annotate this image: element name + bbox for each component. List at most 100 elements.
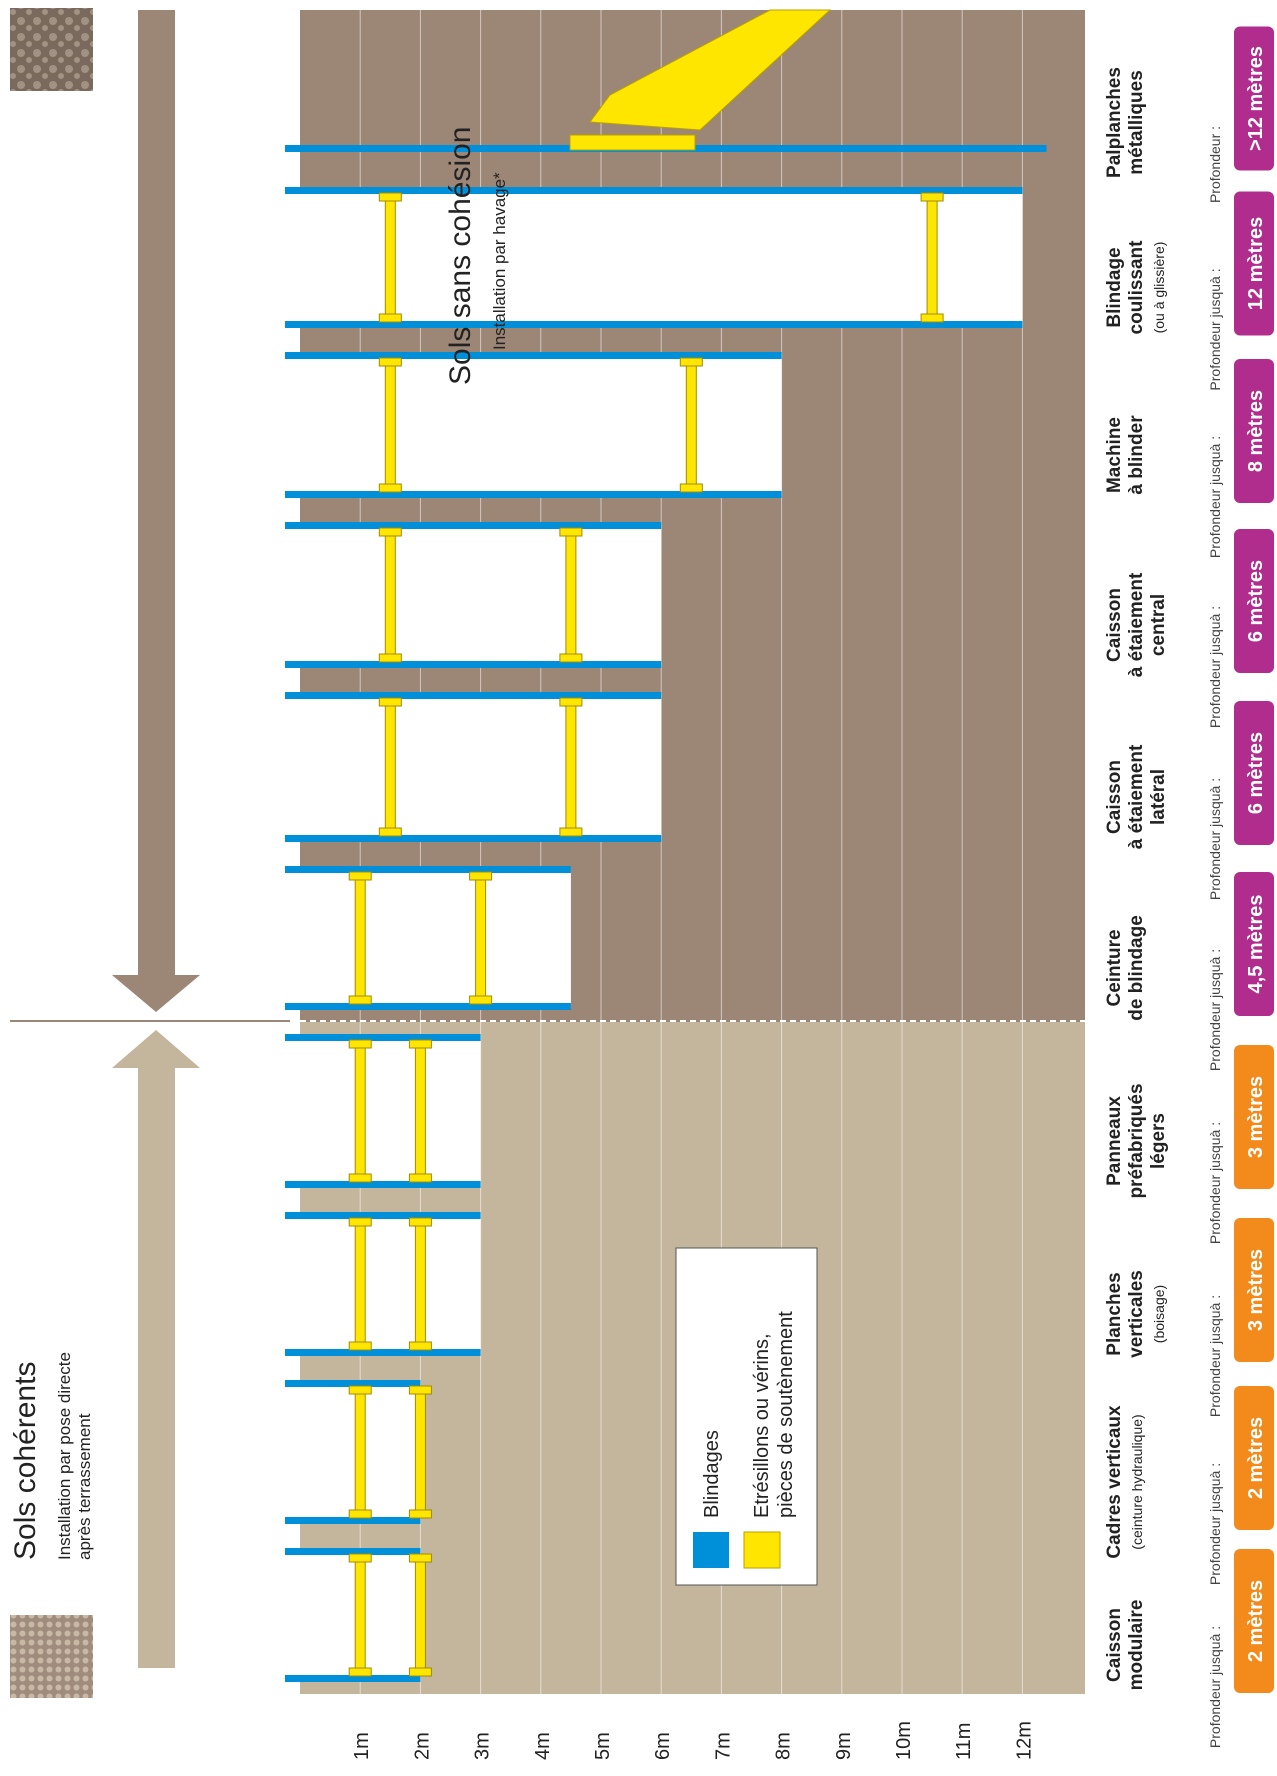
depth-label: 11m bbox=[953, 1723, 975, 1760]
system-name: verticales bbox=[1126, 1270, 1147, 1358]
strut bbox=[384, 194, 396, 321]
strut bbox=[384, 699, 396, 835]
shoring-wall bbox=[285, 1675, 421, 1682]
system-name: Panneaux bbox=[1104, 1096, 1125, 1186]
depth-prefix: Profondeur jusquà : bbox=[1207, 778, 1223, 900]
strut-plate bbox=[378, 827, 402, 837]
system-name: Caisson bbox=[1104, 760, 1125, 834]
strut-plate bbox=[348, 995, 372, 1005]
strut-plate bbox=[348, 1385, 372, 1395]
cohesive-soil-swatch bbox=[10, 1615, 93, 1698]
depth-badge-text: 8 mètres bbox=[1245, 390, 1267, 472]
strut-plate bbox=[920, 313, 944, 323]
depth-prefix: Profondeur jusquà : bbox=[1207, 949, 1223, 1071]
excavation bbox=[285, 189, 1023, 326]
trench-system bbox=[285, 866, 571, 1010]
system-note: (boisage) bbox=[1151, 1285, 1167, 1343]
strut-plate bbox=[378, 357, 402, 367]
excavation bbox=[285, 1550, 421, 1680]
system-name: coulissant bbox=[1126, 240, 1147, 335]
legend-struts-swatch bbox=[743, 1531, 781, 1569]
strut-plate bbox=[348, 1553, 372, 1563]
depth-badge bbox=[1234, 1549, 1274, 1693]
shoring-wall bbox=[285, 187, 1023, 194]
trench-system bbox=[285, 1212, 481, 1356]
strut bbox=[565, 699, 577, 835]
strut-plate bbox=[408, 1667, 432, 1677]
shoring-wall bbox=[285, 1212, 481, 1219]
trenches bbox=[285, 145, 1047, 1682]
depth-prefix: Profondeur jusquà : bbox=[1207, 1295, 1223, 1417]
strut bbox=[354, 1387, 366, 1517]
strut-plate bbox=[408, 1173, 432, 1183]
system-name: Caisson bbox=[1104, 588, 1125, 662]
depth-label: 5m bbox=[592, 1732, 614, 1760]
system-name: modulaire bbox=[1126, 1600, 1147, 1691]
strut bbox=[926, 194, 938, 321]
strut-plate bbox=[408, 1509, 432, 1519]
system-name: à étaiement bbox=[1126, 572, 1147, 677]
depth-badge-text: 2 mètres bbox=[1245, 1580, 1267, 1662]
excavation bbox=[285, 524, 662, 666]
trench-system bbox=[285, 187, 1023, 328]
shoring-wall bbox=[285, 1181, 481, 1188]
excavation bbox=[285, 694, 662, 840]
depth-badge-text: 3 mètres bbox=[1245, 1249, 1267, 1331]
depth-badge-text: 6 mètres bbox=[1245, 560, 1267, 642]
strut bbox=[414, 1219, 426, 1349]
strut-plate bbox=[408, 1385, 432, 1395]
depth-badge-text: 12 mètres bbox=[1245, 217, 1267, 310]
depth-badge bbox=[1234, 529, 1274, 673]
strut-plate bbox=[378, 483, 402, 493]
cohesive-subtitle-1: Installation par pose directe bbox=[55, 1352, 74, 1560]
strut bbox=[685, 359, 697, 491]
strut bbox=[354, 1041, 366, 1181]
strut-plate bbox=[378, 653, 402, 663]
depth-label: 1m bbox=[351, 1732, 373, 1760]
trench-system bbox=[285, 1380, 432, 1524]
depth-prefix: Profondeur jusquà : bbox=[1207, 1122, 1223, 1244]
depth-badge bbox=[1234, 701, 1274, 845]
shoring-wall bbox=[285, 1003, 571, 1010]
strut-plate bbox=[679, 483, 703, 493]
system-name: latéral bbox=[1148, 769, 1169, 825]
depth-badge bbox=[1234, 359, 1274, 503]
system-name: Planches bbox=[1104, 1272, 1125, 1355]
depth-badge bbox=[1234, 1218, 1274, 1362]
strut bbox=[414, 1555, 426, 1675]
depth-badge-text: 6 mètres bbox=[1245, 732, 1267, 814]
shoring-wall bbox=[285, 321, 1023, 328]
depth-badge-text: 3 mètres bbox=[1245, 1076, 1267, 1158]
shoring-wall bbox=[285, 835, 662, 842]
crane-arm bbox=[569, 9, 832, 151]
strut-plate bbox=[408, 1341, 432, 1351]
system-note: (ou à glissière) bbox=[1151, 242, 1167, 334]
trench-system bbox=[285, 692, 662, 842]
legend-shoring-label: Blindages bbox=[701, 1430, 723, 1518]
system-name: Blindage bbox=[1104, 247, 1125, 327]
excavation bbox=[285, 1382, 421, 1522]
legend: Blindages Etrésillons ou vérins, pièces … bbox=[675, 1247, 818, 1586]
strut bbox=[354, 1219, 366, 1349]
cohesionless-soil-area bbox=[300, 10, 1085, 1022]
system-name: légers bbox=[1148, 1113, 1169, 1169]
system-name: Ceinture bbox=[1104, 929, 1125, 1006]
shoring-wall bbox=[285, 1034, 481, 1041]
strut bbox=[384, 529, 396, 661]
strut-plate bbox=[408, 1553, 432, 1563]
strut bbox=[414, 1041, 426, 1181]
strut-plate bbox=[378, 697, 402, 707]
excavation bbox=[285, 1214, 481, 1354]
strut-plate bbox=[348, 1509, 372, 1519]
depth-prefix: Profondeur jusquà : bbox=[1207, 436, 1223, 558]
strut bbox=[384, 359, 396, 491]
strut-plate bbox=[378, 527, 402, 537]
strut bbox=[354, 873, 366, 1003]
depth-prefix: Profondeur jusquà : bbox=[1207, 1626, 1223, 1748]
depth-prefix: Profondeur jusquà : bbox=[1207, 606, 1223, 728]
